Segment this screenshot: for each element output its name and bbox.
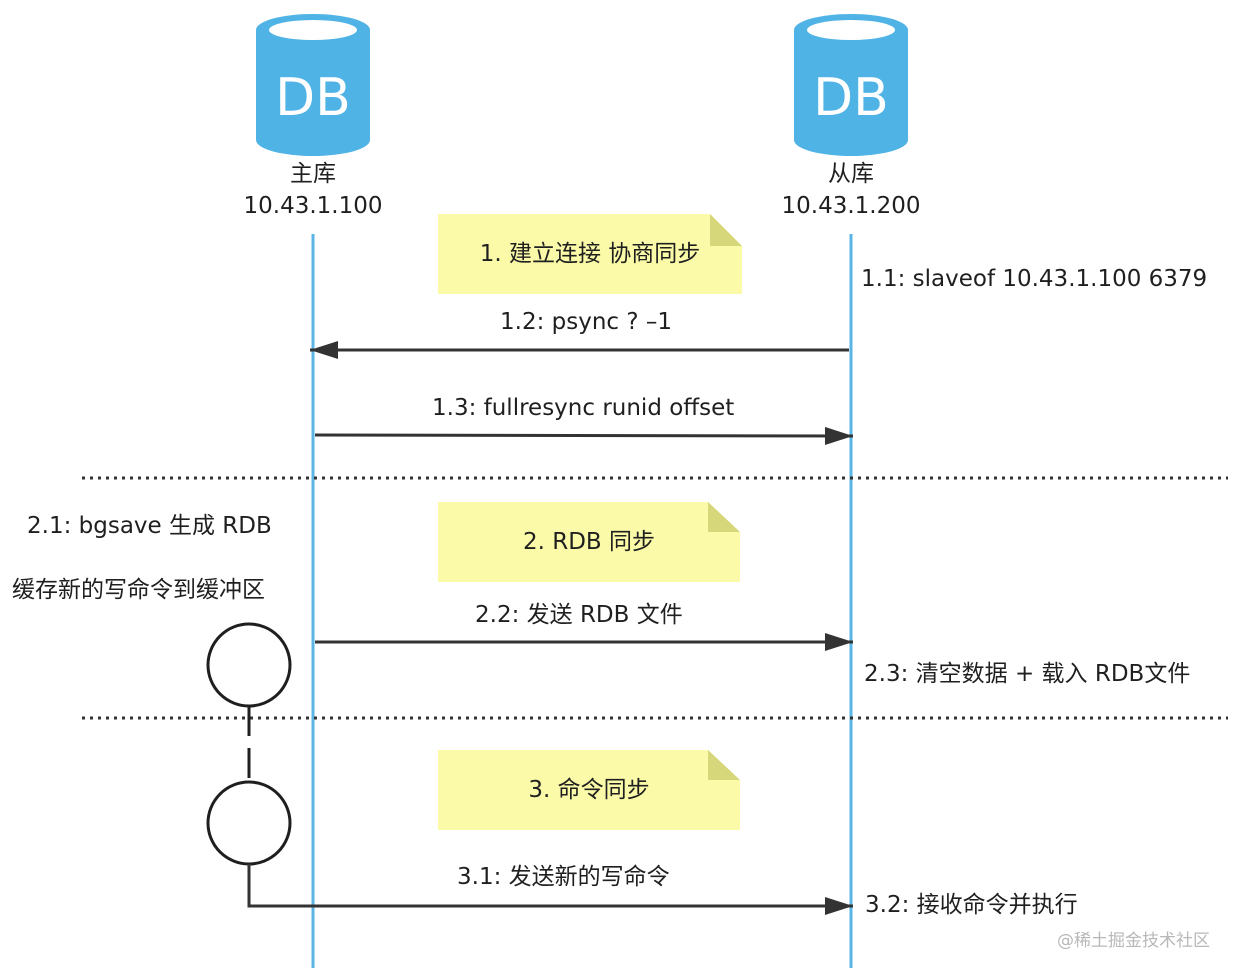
msg-slaveof: 1.1: slaveof 10.43.1.100 6379 [861,266,1208,292]
note-2 [438,502,740,582]
msg-send-rdb: 2.2: 发送 RDB 文件 [475,602,683,628]
msg-load-rdb: 2.3: 清空数据 + 载入 RDB文件 [864,661,1191,687]
buffer-circle-icon [206,780,292,866]
master-db-icon [256,14,370,156]
msg-execute-commands: 3.2: 接收命令并执行 [865,892,1078,918]
msg-buffer: 缓存新的写命令到缓冲区 [12,577,265,603]
slave-ip: 10.43.1.200 [781,193,921,219]
arrow-fullresync [314,426,854,445]
note-1 [438,214,742,294]
slave-db-icon [794,14,908,156]
msg-bgsave: 2.1: bgsave 生成 RDB [27,513,272,539]
msg-psync: 1.2: psync ? –1 [500,309,673,335]
arrow-send-commands [247,864,853,915]
note-1-text: 1. 建立连接 协商同步 [479,241,701,267]
master-name: 主库 [290,161,336,187]
msg-fullresync: 1.3: fullresync runid offset [432,395,735,421]
note-3-text: 3. 命令同步 [528,777,650,803]
slave-name: 从库 [828,161,874,187]
slave-db-label: DB [813,68,889,128]
master-db-label: DB [275,68,351,128]
note-3 [438,750,740,830]
buffer-circle-icon [206,622,292,708]
note-2-text: 2. RDB 同步 [522,529,656,555]
master-ip: 10.43.1.100 [243,193,383,219]
msg-send-commands: 3.1: 发送新的写命令 [457,864,670,890]
watermark: @稀土掘金技术社区 [1057,931,1210,951]
